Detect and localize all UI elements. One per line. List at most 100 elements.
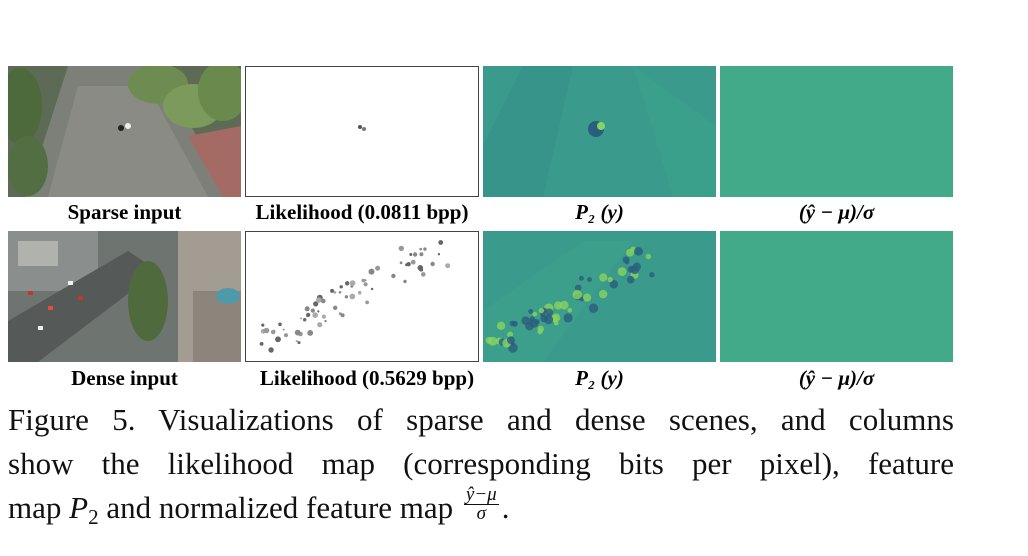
likelihood-speck — [349, 293, 356, 300]
dense-p2-feature-map — [483, 231, 716, 362]
likelihood-speck — [333, 305, 338, 310]
likelihood-speck — [410, 259, 416, 265]
likelihood-speck — [275, 336, 281, 343]
likelihood-speck — [303, 318, 307, 322]
feature-blob — [598, 289, 608, 299]
likelihood-speck — [338, 291, 342, 294]
likelihood-speck — [363, 282, 368, 287]
likelihood-speck — [270, 329, 276, 335]
caption-fraction-numerator: ŷ−μ — [463, 484, 499, 506]
likelihood-speck — [283, 333, 289, 338]
likelihood-speck — [349, 280, 356, 286]
likelihood-speck — [333, 291, 337, 294]
likelihood-speck — [345, 281, 350, 286]
likelihood-speck — [306, 312, 311, 317]
likelihood-speck — [344, 295, 349, 299]
feature-blob — [551, 313, 561, 322]
sparse-likelihood-label: Likelihood (0.0811 bpp) — [255, 200, 469, 224]
feature-blob — [587, 277, 592, 282]
likelihood-speck — [330, 288, 335, 293]
sparse-input-label: Sparse input — [67, 200, 182, 224]
feature-blob — [626, 248, 634, 257]
feature-blob — [496, 321, 506, 330]
feature-blob — [572, 289, 582, 300]
likelihood-speck — [259, 342, 264, 346]
likelihood-speck — [430, 261, 435, 267]
likelihood-speck — [261, 323, 265, 327]
likelihood-speck — [268, 347, 274, 353]
feature-blob — [545, 308, 554, 317]
caption-p-subscript: 2 — [88, 505, 99, 529]
likelihood-speck — [324, 319, 327, 323]
likelihood-speck — [438, 240, 444, 245]
likelihood-speck — [295, 340, 298, 343]
feature-blob — [563, 313, 573, 323]
feature-blob — [559, 300, 569, 310]
feature-blob — [544, 315, 554, 325]
feature-blob — [537, 325, 544, 333]
likelihood-speck — [417, 265, 424, 271]
feature-blob — [583, 293, 592, 302]
likelihood-speck — [398, 245, 404, 252]
feature-blob — [622, 256, 630, 264]
likelihood-speck — [409, 253, 413, 256]
feature-blob — [649, 272, 655, 278]
feature-blob — [599, 273, 608, 282]
sparse-p2-label: P₂ (y) — [575, 200, 624, 224]
likelihood-speck — [321, 314, 326, 319]
likelihood-speck — [316, 297, 322, 303]
dense-likelihood-label: Likelihood (0.5629 bpp) — [259, 366, 475, 390]
caption-line-3-end: . — [501, 490, 510, 525]
likelihood-speck — [300, 317, 303, 320]
feature-blob — [532, 311, 538, 317]
feature-blob — [538, 307, 545, 314]
figure-caption: Figure 5. Visualizations of sparse and d… — [8, 398, 954, 539]
caption-p-symbol: P — [69, 490, 89, 525]
feature-blob — [529, 318, 539, 328]
likelihood-speck — [317, 322, 323, 328]
likelihood-speck — [340, 313, 345, 318]
likelihood-speck — [282, 328, 285, 331]
likelihood-speck — [361, 278, 366, 283]
dense-normalized-label: (ŷ − μ)/σ — [798, 366, 875, 390]
dense-p2-label: P₂ (y) — [575, 366, 624, 390]
feature-blob — [567, 308, 573, 313]
feature-blob — [554, 301, 563, 310]
likelihood-speck — [339, 285, 343, 289]
likelihood-speck — [321, 298, 326, 304]
feature-blob — [507, 331, 514, 338]
feature-blob — [634, 246, 643, 256]
likelihood-speck — [375, 265, 381, 271]
likelihood-speck — [412, 252, 418, 257]
likelihood-speck — [419, 252, 424, 257]
sparse-p2-feature-map — [483, 66, 716, 197]
likelihood-speck — [370, 287, 374, 291]
likelihood-speck — [399, 261, 403, 265]
likelihood-speck — [263, 327, 270, 334]
likelihood-speck — [278, 322, 282, 327]
caption-fraction-denominator: σ — [476, 503, 486, 525]
dense-input-label: Dense input — [71, 366, 178, 390]
feature-blob — [609, 279, 619, 289]
dense-likelihood-map — [245, 231, 479, 362]
likelihood-speck — [313, 301, 319, 307]
likelihood-speck — [357, 290, 362, 295]
caption-line-3-mid: and normalized feature map — [98, 490, 461, 525]
feature-blob — [509, 320, 516, 327]
likelihood-speck — [304, 306, 310, 312]
feature-blob — [528, 309, 534, 314]
dense-normalized-feature-map — [720, 231, 953, 362]
likelihood-speck — [423, 247, 427, 251]
feature-blob — [645, 253, 652, 260]
feature-blob — [630, 265, 640, 275]
likelihood-speck — [437, 253, 441, 256]
sparse-likelihood-map — [245, 66, 479, 197]
likelihood-speck — [317, 310, 320, 313]
likelihood-speck — [294, 329, 301, 336]
caption-line-1: Figure 5. Visualizations of sparse and d… — [8, 402, 954, 437]
likelihood-speck — [421, 272, 426, 277]
feature-blob — [617, 267, 627, 276]
sparse-normalized-feature-map — [720, 66, 953, 197]
